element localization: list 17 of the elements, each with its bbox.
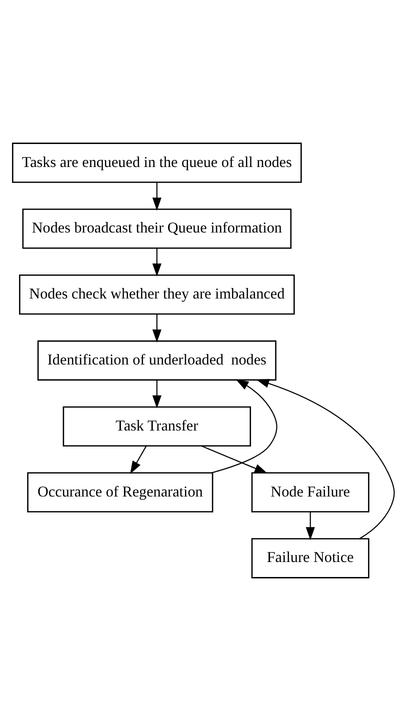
arrow: [256, 379, 395, 540]
node-box: Identification of underloaded nodes: [37, 340, 276, 381]
node-box: Node Failure: [251, 472, 370, 512]
node-box: Task Transfer: [62, 406, 252, 446]
arrow: [212, 379, 278, 474]
arrow: [152, 248, 162, 277]
arrow: [152, 182, 162, 211]
arrow: [306, 512, 315, 540]
node-box: Nodes check whether they are imbalanced: [19, 274, 295, 315]
arrow: [152, 314, 162, 342]
node-box: Tasks are enqueued in the queue of all nodes: [12, 142, 302, 183]
node-box: Nodes broadcast their Queue information: [22, 208, 292, 249]
node-box: Failure Notice: [251, 538, 370, 578]
node-box: Occurance of Regenaration: [27, 472, 214, 512]
arrow: [130, 446, 147, 474]
arrow: [201, 445, 268, 474]
arrow: [152, 380, 162, 408]
